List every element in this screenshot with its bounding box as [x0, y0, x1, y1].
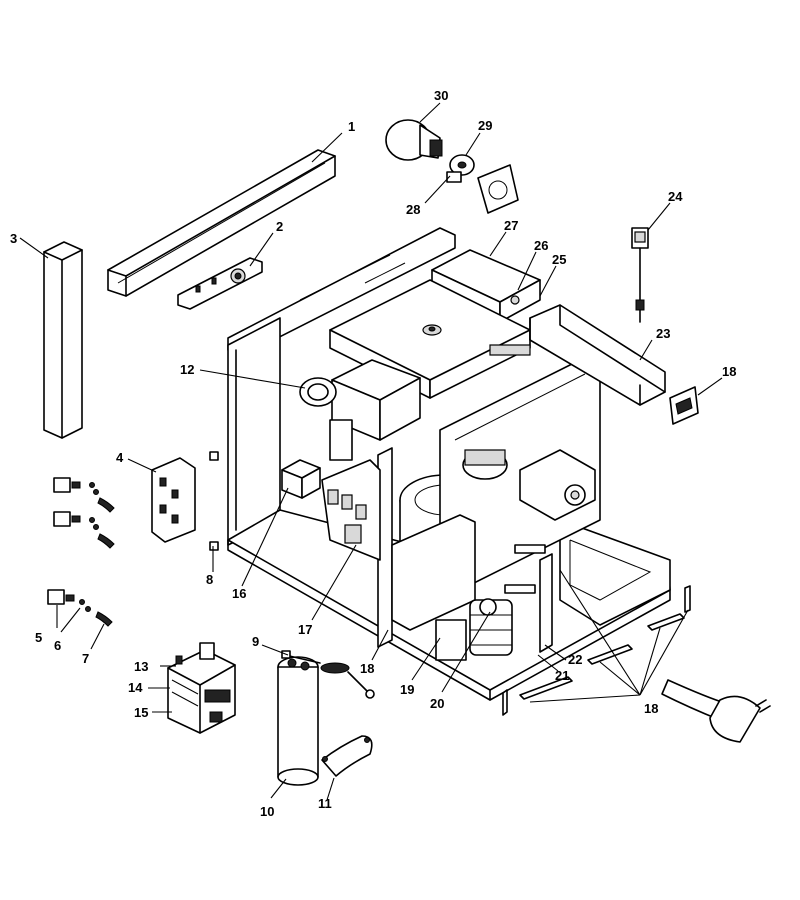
part-thermal-sensor	[631, 227, 649, 323]
callout-11: 11	[318, 796, 332, 811]
part-main-chassis	[227, 227, 671, 701]
callout-21: 21	[555, 668, 569, 683]
part-latch-block	[151, 457, 196, 543]
callout-18-bottom: 18	[644, 701, 658, 716]
callout-12: 12	[180, 362, 194, 377]
callout-10: 10	[260, 804, 274, 819]
callout-14: 14	[128, 680, 143, 695]
callout-18-right: 18	[722, 364, 736, 379]
callout-24: 24	[668, 189, 683, 204]
callout-18-left: 18	[360, 661, 374, 676]
part-left-panel	[43, 241, 83, 439]
part-insulation-strips	[502, 585, 691, 716]
callout-1: 1	[348, 119, 355, 134]
callout-22: 22	[568, 652, 582, 667]
callout-26: 26	[534, 238, 548, 253]
part-right-rail	[529, 304, 666, 406]
callout-15: 15	[134, 705, 148, 720]
leader-lines	[19, 102, 723, 801]
callout-28: 28	[406, 202, 420, 217]
part-hv-diode	[281, 650, 375, 699]
part-power-cord	[661, 679, 771, 743]
part-small-clips-8	[209, 451, 219, 551]
callout-6: 6	[54, 638, 61, 653]
callout-29: 29	[478, 118, 492, 133]
callout-3: 3	[10, 231, 17, 246]
callout-4: 4	[116, 450, 124, 465]
callout-2: 2	[276, 219, 283, 234]
callout-8: 8	[206, 572, 213, 587]
callout-13: 13	[134, 659, 148, 674]
callout-25: 25	[552, 252, 566, 267]
part-hv-capacitor	[277, 656, 319, 786]
callout-17: 17	[298, 622, 312, 637]
part-capacitor-clamp	[321, 735, 373, 777]
callout-5: 5	[35, 630, 42, 645]
callout-23: 23	[656, 326, 670, 341]
callout-7: 7	[82, 651, 89, 666]
part-bracket-18	[669, 386, 699, 425]
callout-27: 27	[504, 218, 518, 233]
part-microswitch-set-upper	[53, 477, 115, 549]
part-microswitch-set-lower	[47, 589, 113, 627]
part-magnetron	[167, 642, 236, 734]
callout-30: 30	[434, 88, 448, 103]
callout-19: 19	[400, 682, 414, 697]
callout-labels: 1 2 3 4 5 6 7 8 9 10 11 12 13 14 15 16 1…	[10, 88, 736, 819]
part-switch-bracket	[177, 257, 263, 310]
callout-16: 16	[232, 586, 246, 601]
part-lamp-assembly	[385, 119, 519, 214]
callout-9: 9	[252, 634, 259, 649]
part-top-rail	[107, 149, 336, 297]
callout-20: 20	[430, 696, 444, 711]
